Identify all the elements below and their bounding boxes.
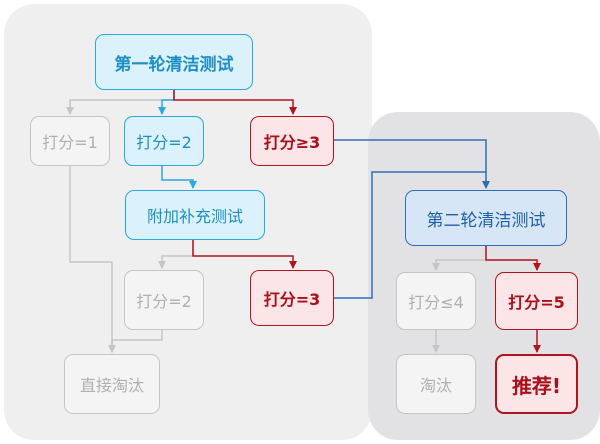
edge-score2-to-supplement [161, 166, 197, 189]
edge-round1-to-score1 [66, 90, 175, 115]
node-supp-score2: 打分=2 [124, 270, 204, 330]
edge-round2-to-score5 [485, 246, 541, 271]
node-supplement: 附加补充测试 [125, 190, 265, 240]
node-round2: 第二轮清洁测试 [405, 190, 567, 246]
edge-round1-to-score2 [158, 90, 175, 115]
edge-supp-score3-to-round2 [334, 171, 486, 299]
edge-round1-to-score-ge3 [173, 90, 297, 115]
node-score-le4: 打分≤4 [396, 272, 476, 330]
node-score5: 打分=5 [495, 272, 578, 330]
edge-supplement-to-supp-score2 [158, 240, 194, 269]
node-eliminate: 淘汰 [396, 354, 476, 414]
node-score2: 打分=2 [124, 116, 204, 166]
edge-supplement-to-supp-score3 [192, 240, 297, 269]
edge-supp-score2-to-eliminate [108, 330, 163, 353]
node-eliminate-direct: 直接淘汰 [64, 354, 160, 414]
edge-score-ge3-to-round2 [334, 139, 490, 189]
node-recommend: 推荐! [495, 354, 578, 414]
node-score1: 打分=1 [30, 116, 110, 166]
node-supp-score3: 打分=3 [250, 270, 334, 326]
node-round1: 第一轮清洁测试 [95, 34, 253, 90]
edge-score1-to-eliminate [69, 166, 116, 353]
node-score-ge3: 打分≥3 [250, 116, 334, 166]
edge-round2-to-score-le4 [432, 246, 487, 271]
